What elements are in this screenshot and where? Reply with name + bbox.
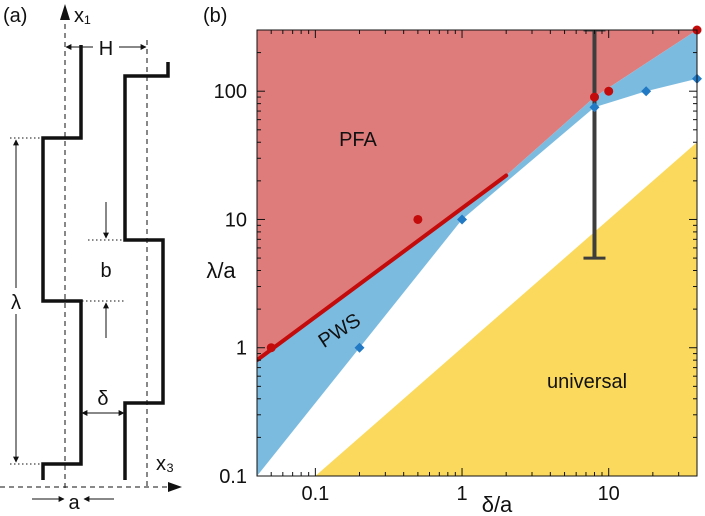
y-tick-label: 1	[236, 338, 247, 360]
y-axis-label: λ/a	[206, 258, 236, 283]
panel-a-label: (a)	[3, 5, 27, 27]
x-tick-label: 0.1	[301, 483, 329, 505]
x-tick-label: 10	[598, 483, 620, 505]
x3-label: x₃	[156, 453, 174, 475]
x3-arrowhead	[168, 482, 182, 492]
data-point-red-2	[589, 92, 599, 102]
x1-arrowhead	[60, 4, 70, 20]
data-point-red-3	[604, 86, 614, 96]
pfa-region-label: PFA	[339, 129, 377, 151]
x-axis-label: δ/a	[482, 492, 513, 516]
y-tick-label: 10	[225, 209, 247, 231]
x1-label: x₁	[74, 5, 91, 27]
data-point-blue-3	[641, 86, 652, 97]
lambda-label: λ	[11, 292, 21, 314]
y-tick-label: 0.1	[219, 466, 247, 488]
a-label: a	[68, 492, 80, 514]
universal-region	[315, 142, 697, 476]
data-point-blue-0	[354, 342, 365, 353]
H-label: H	[99, 38, 113, 60]
panel-a: (a) x₁ x₃ H λ b δ	[0, 4, 182, 514]
panel-b-label: (b)	[203, 5, 227, 27]
data-point-red-0	[266, 343, 276, 353]
pws-region	[257, 30, 697, 476]
x-tick-label: 1	[456, 483, 467, 505]
b-label: b	[100, 260, 111, 282]
y-tick-label: 100	[214, 81, 247, 103]
plot-area	[257, 30, 697, 476]
left-plate	[41, 45, 83, 480]
data-point-blue-1	[457, 214, 468, 225]
plot-frame	[256, 29, 698, 477]
delta-label: δ	[97, 388, 108, 410]
universal-region-label: universal	[547, 371, 627, 393]
right-plate	[123, 62, 170, 480]
data-point-red-1	[413, 214, 423, 224]
pfa-boundary-line	[257, 173, 509, 363]
data-point-blue-2	[589, 102, 600, 113]
